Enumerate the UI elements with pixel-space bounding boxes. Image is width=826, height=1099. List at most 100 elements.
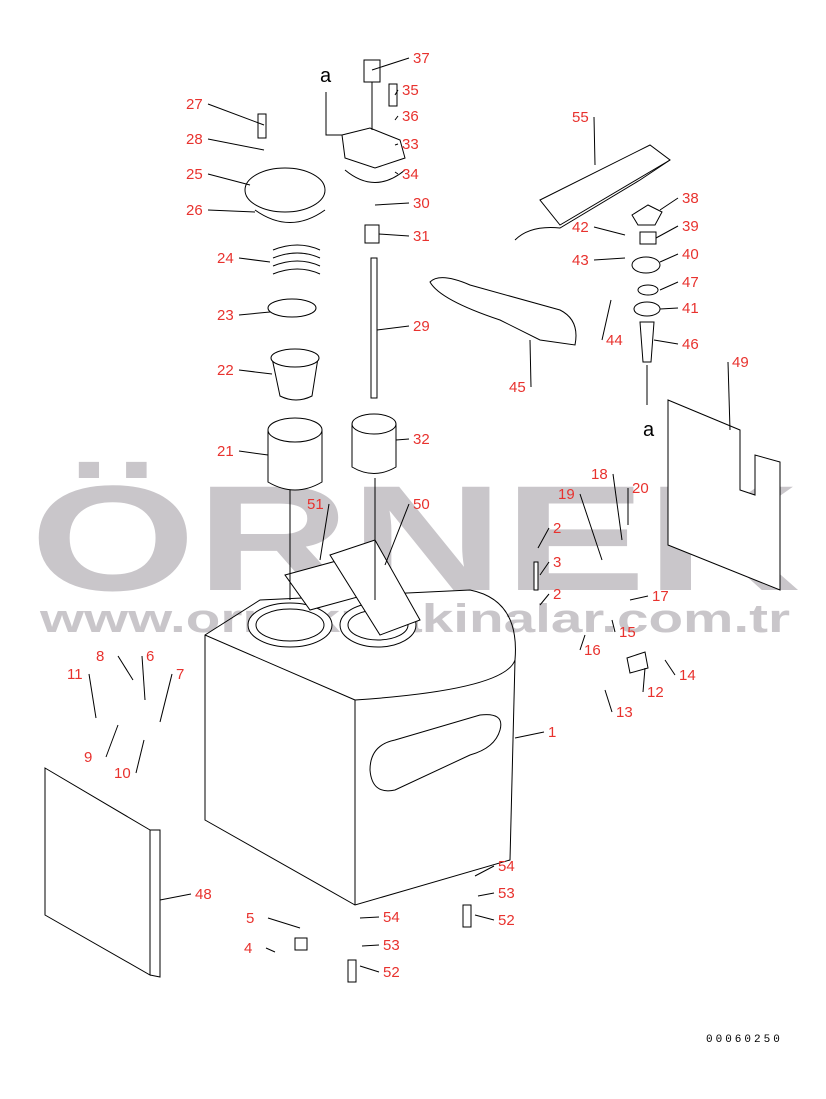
leader-line-54 bbox=[359, 916, 380, 919]
part-label-46: 46 bbox=[682, 336, 699, 353]
leader-line-37 bbox=[371, 57, 410, 71]
part-label-9: 9 bbox=[84, 749, 92, 766]
part-label-19: 19 bbox=[558, 486, 575, 503]
leader-line-12 bbox=[642, 667, 646, 693]
leader-line-45 bbox=[529, 339, 532, 388]
leader-line-40 bbox=[659, 253, 679, 263]
part-label-25: 25 bbox=[186, 166, 203, 183]
leader-line-52 bbox=[474, 914, 495, 921]
part-label-43: 43 bbox=[572, 252, 589, 269]
leader-line-32 bbox=[395, 438, 410, 441]
leader-line-48 bbox=[159, 893, 192, 901]
part-label-41: 41 bbox=[682, 300, 699, 317]
part-label-44: 44 bbox=[606, 332, 623, 349]
part-label-38: 38 bbox=[682, 190, 699, 207]
part-label-18: 18 bbox=[591, 466, 608, 483]
leader-line-46 bbox=[653, 339, 679, 345]
part-label-36: 36 bbox=[402, 108, 419, 125]
part-drawings bbox=[44, 59, 781, 983]
part-label-6: 6 bbox=[146, 648, 154, 665]
leader-line-8 bbox=[117, 655, 134, 681]
part-label-15: 15 bbox=[619, 624, 636, 641]
part-label-52: 52 bbox=[383, 964, 400, 981]
drawing-code: 00060250 bbox=[706, 1034, 783, 1046]
arrow-marker-a-bottom: a bbox=[643, 419, 655, 441]
part-label-49: 49 bbox=[732, 354, 749, 371]
leader-line-16 bbox=[579, 634, 586, 651]
part-label-28: 28 bbox=[186, 131, 203, 148]
part-label-48: 48 bbox=[195, 886, 212, 903]
part-label-53: 53 bbox=[383, 937, 400, 954]
leader-line-33 bbox=[394, 143, 399, 146]
part-label-1: 1 bbox=[548, 724, 556, 741]
leader-line-35 bbox=[394, 89, 399, 96]
leader-line-15 bbox=[611, 619, 616, 633]
part-label-20: 20 bbox=[632, 480, 649, 497]
leader-line-29 bbox=[376, 325, 410, 331]
leader-line-28 bbox=[207, 138, 265, 151]
leader-line-27 bbox=[207, 103, 265, 126]
leader-line-36 bbox=[394, 115, 399, 121]
part-label-2: 2 bbox=[553, 520, 561, 537]
part-label-8: 8 bbox=[96, 648, 104, 665]
part-label-30: 30 bbox=[413, 195, 430, 212]
leader-line-41 bbox=[659, 307, 679, 310]
part-label-35: 35 bbox=[402, 82, 419, 99]
leader-line-13 bbox=[604, 689, 613, 713]
leader-line-10 bbox=[135, 739, 145, 774]
leader-line-5 bbox=[267, 917, 301, 929]
leader-line-21 bbox=[238, 450, 269, 456]
leader-line-43 bbox=[593, 257, 626, 261]
leader-line-47 bbox=[659, 281, 679, 291]
part-label-32: 32 bbox=[413, 431, 430, 448]
part-label-50: 50 bbox=[413, 496, 430, 513]
leader-line-54 bbox=[474, 865, 495, 877]
leader-line-31 bbox=[378, 233, 410, 237]
leader-line-53 bbox=[361, 944, 380, 947]
leader-line-6 bbox=[141, 655, 146, 701]
part-label-5: 5 bbox=[246, 910, 254, 927]
part-label-27: 27 bbox=[186, 96, 203, 113]
part-label-12: 12 bbox=[647, 684, 664, 701]
leader-line-17 bbox=[629, 595, 649, 601]
leader-line-7 bbox=[159, 673, 173, 723]
leader-line-55 bbox=[593, 116, 596, 166]
part-label-23: 23 bbox=[217, 307, 234, 324]
leader-line-2 bbox=[539, 593, 550, 606]
part-label-10: 10 bbox=[114, 765, 131, 782]
part-label-17: 17 bbox=[652, 588, 669, 605]
part-label-54: 54 bbox=[498, 858, 515, 875]
leader-line-53 bbox=[477, 892, 495, 897]
part-label-22: 22 bbox=[217, 362, 234, 379]
part-label-21: 21 bbox=[217, 443, 234, 460]
part-label-3: 3 bbox=[553, 554, 561, 571]
leader-line-50 bbox=[384, 503, 410, 566]
part-label-47: 47 bbox=[682, 274, 699, 291]
leader-line-30 bbox=[374, 202, 410, 206]
part-label-33: 33 bbox=[402, 136, 419, 153]
part-label-51: 51 bbox=[307, 496, 324, 513]
leader-line-44 bbox=[601, 299, 612, 341]
part-label-24: 24 bbox=[217, 250, 234, 267]
part-label-31: 31 bbox=[413, 228, 430, 245]
part-label-54: 54 bbox=[383, 909, 400, 926]
leader-line-2 bbox=[537, 527, 550, 549]
part-label-42: 42 bbox=[572, 219, 589, 236]
leader-line-42 bbox=[593, 226, 626, 236]
leader-line-22 bbox=[238, 369, 273, 375]
part-label-4: 4 bbox=[244, 940, 252, 957]
part-label-26: 26 bbox=[186, 202, 203, 219]
part-label-2: 2 bbox=[553, 586, 561, 603]
leader-line-49 bbox=[727, 361, 731, 431]
leader-line-18 bbox=[612, 473, 623, 541]
part-label-45: 45 bbox=[509, 379, 526, 396]
leader-line-23 bbox=[238, 311, 271, 316]
leader-line-52 bbox=[359, 965, 380, 973]
leader-line-1 bbox=[514, 731, 545, 739]
leader-line-26 bbox=[207, 209, 256, 213]
part-label-29: 29 bbox=[413, 318, 430, 335]
part-label-7: 7 bbox=[176, 666, 184, 683]
part-label-39: 39 bbox=[682, 218, 699, 235]
part-label-11: 11 bbox=[67, 666, 83, 683]
